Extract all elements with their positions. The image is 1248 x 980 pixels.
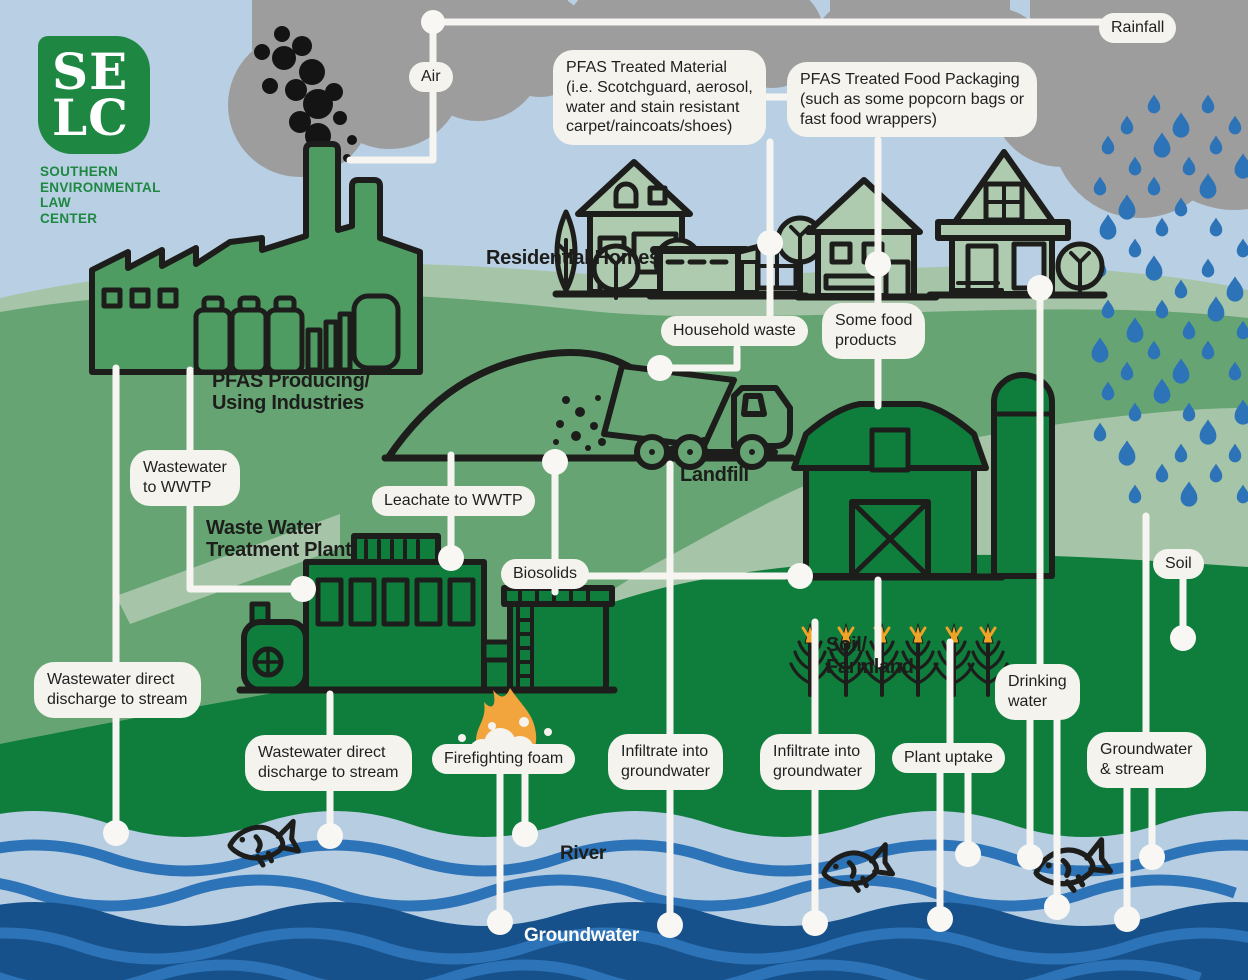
factory-icon — [89, 141, 423, 375]
selc-logo-line2: LC — [52, 88, 129, 147]
label-drinking-water: Drinking water — [995, 664, 1080, 720]
caption-wwtp: Waste Water Treatment Plant — [206, 517, 352, 562]
trash-bits — [553, 395, 616, 451]
label-pfas-food-packaging: PFAS Treated Food Packaging (such as som… — [787, 62, 1038, 138]
barn-icon — [784, 401, 1006, 581]
hill-light-wedge — [116, 514, 340, 624]
label-rainfall: Rainfall — [1099, 13, 1177, 43]
house-3 — [926, 149, 1108, 299]
label-soil: Soil — [1153, 549, 1204, 579]
connector-dots — [103, 10, 1196, 938]
caption-soil-farmland: Soil/ Farmland — [826, 634, 914, 679]
wwtp-illustration — [236, 533, 618, 694]
label-household-waste: Household waste — [661, 316, 808, 346]
line-drinking-water — [1026, 286, 1061, 910]
wwtp-building-icon — [303, 533, 487, 693]
label-discharge-2: Wastewater direct discharge to stream — [245, 735, 412, 791]
label-plant-uptake: Plant uptake — [892, 743, 1005, 773]
label-infiltrate-2: Infiltrate into groundwater — [760, 734, 875, 790]
wwtp-pump-icon — [241, 601, 309, 693]
line-home-landfill — [660, 344, 741, 372]
house-2 — [778, 177, 940, 301]
line-factory-wwtp — [186, 366, 302, 593]
label-some-food-products: Some food products — [822, 303, 926, 359]
line-plant-uptake — [936, 638, 972, 922]
label-firefighting-foam: Firefighting foam — [432, 744, 576, 774]
selc-logo-line1: SE — [52, 42, 129, 101]
label-leachate-to-wwtp: Leachate to WWTP — [372, 486, 535, 516]
wwtp-tank-icon — [481, 585, 615, 693]
label-biosolids: Biosolids — [501, 559, 590, 589]
caption-groundwater: Groundwater — [524, 925, 639, 946]
caption-industries: PFAS Producing/ Using Industries — [212, 370, 370, 415]
landfill-mound — [384, 348, 644, 462]
line-gw-stream — [1123, 512, 1156, 922]
label-wastewater-to-wwtp: Wastewater to WWTP — [130, 450, 240, 506]
caption-residential-homes: Residential Homes — [486, 247, 660, 269]
label-air: Air — [409, 62, 453, 92]
label-discharge-1: Wastewater direct discharge to stream — [34, 662, 201, 718]
cloud-rain — [990, 0, 1248, 218]
caption-river: River — [560, 843, 607, 864]
dump-truck-icon — [601, 363, 793, 470]
label-pfas-treated-material: PFAS Treated Material (i.e. Scotchguard,… — [553, 50, 766, 146]
label-infiltrate-1: Infiltrate into groundwater — [608, 734, 723, 790]
caption-landfill: Landfill — [680, 464, 749, 486]
label-groundwater-stream: Groundwater & stream — [1087, 732, 1206, 788]
selc-logo-text: SOUTHERN ENVIRONMENTAL LAW CENTER — [40, 164, 161, 226]
